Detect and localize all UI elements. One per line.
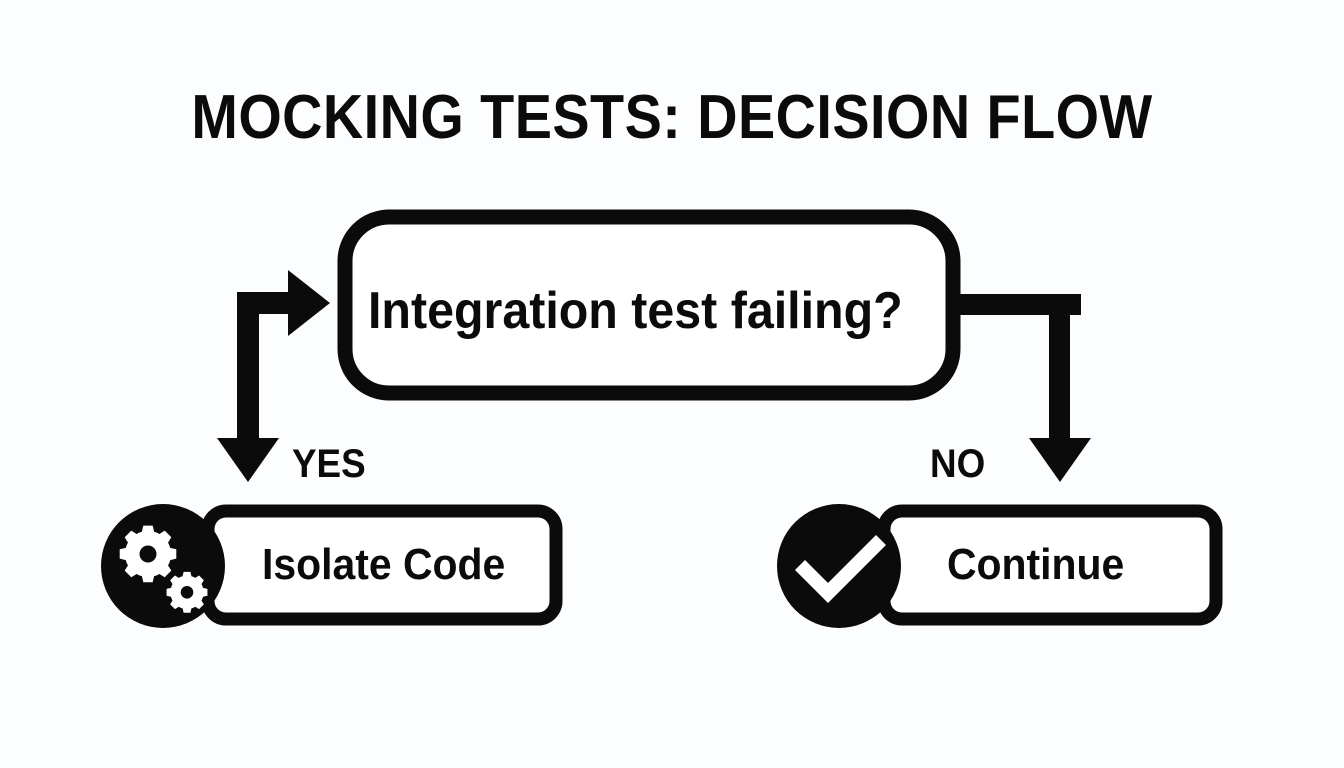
no-arrow-connector xyxy=(953,294,1091,482)
page-title: MOCKING TESTS: DECISION FLOW xyxy=(191,83,1153,152)
isolate-code-hit-area[interactable] xyxy=(101,504,556,628)
continue-label: Continue xyxy=(947,540,1125,589)
decision-node-label: Integration test failing? xyxy=(368,282,903,340)
check-circle-icon xyxy=(777,504,901,628)
continue-card[interactable] xyxy=(777,504,1223,628)
isolate-code-card[interactable] xyxy=(101,504,563,628)
decision-node-hit-area[interactable] xyxy=(345,217,953,393)
branch-label-yes: YES xyxy=(292,442,366,486)
branch-label-no: NO xyxy=(930,442,986,486)
entry-arrow-connector xyxy=(217,270,330,482)
continue-hit-area[interactable] xyxy=(777,504,1216,628)
isolate-code-label: Isolate Code xyxy=(262,540,506,589)
gears-icon xyxy=(101,504,225,628)
